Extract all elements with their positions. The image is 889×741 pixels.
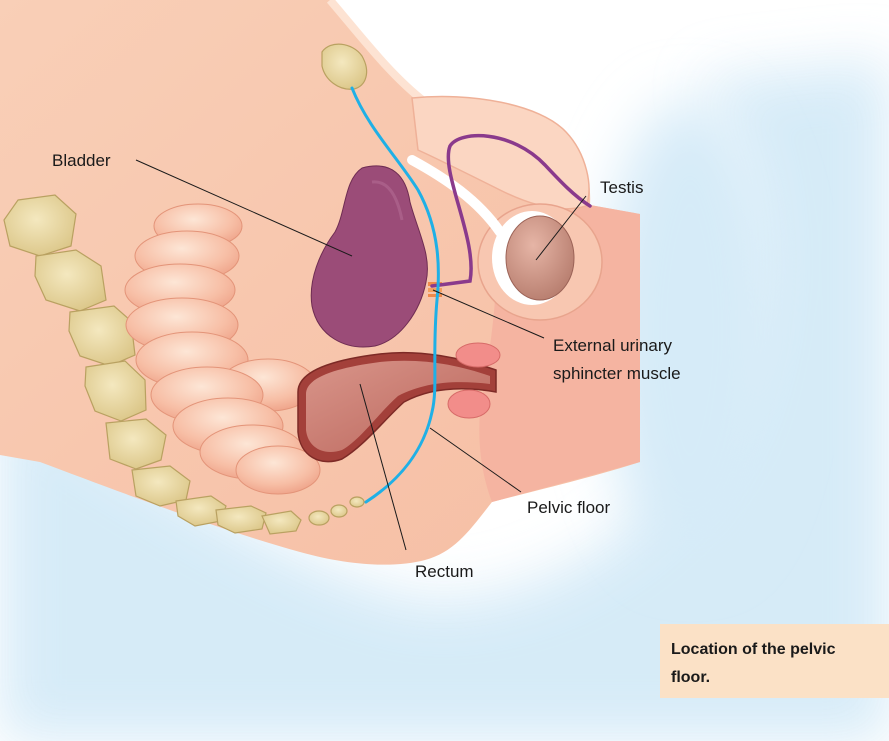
coccyx-segment xyxy=(309,511,329,525)
vertebra xyxy=(262,511,301,534)
sphincter-label-line2: sphincter muscle xyxy=(553,364,681,383)
caption-line2: floor. xyxy=(671,669,710,686)
testis xyxy=(506,216,574,300)
sphincter-band xyxy=(428,294,442,297)
caption-box xyxy=(660,624,889,698)
vertebra xyxy=(4,195,76,256)
anal-sphincter-lower xyxy=(448,390,490,418)
pelvic-floor-label: Pelvic floor xyxy=(527,498,610,517)
bladder-label: Bladder xyxy=(52,151,111,170)
coccyx-segment xyxy=(331,505,347,517)
anal-sphincter-upper xyxy=(456,343,500,367)
rectum-label: Rectum xyxy=(415,562,474,581)
coccyx-segment xyxy=(350,497,364,507)
sphincter-label-line1: External urinary xyxy=(553,336,673,355)
caption-line1: Location of the pelvic xyxy=(671,641,836,658)
testis-label: Testis xyxy=(600,178,643,197)
